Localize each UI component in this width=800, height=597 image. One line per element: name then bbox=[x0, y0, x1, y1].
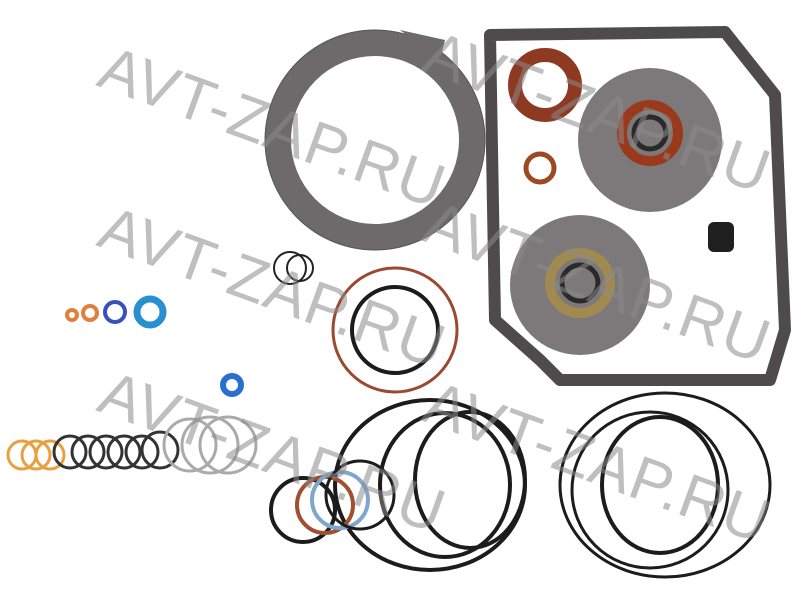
ring-row bbox=[6, 415, 258, 475]
pan-gasket bbox=[484, 26, 791, 386]
seal-plate bbox=[578, 68, 722, 212]
round-gasket bbox=[264, 29, 486, 251]
seal-plate bbox=[510, 215, 650, 355]
svg-text:AVT-ZAP.RU: AVT-ZAP.RU bbox=[415, 368, 779, 557]
o-rings bbox=[269, 266, 772, 579]
small-rings bbox=[65, 251, 314, 397]
svg-text:AVT-ZAP.RU: AVT-ZAP.RU bbox=[90, 33, 454, 222]
oil-seal bbox=[508, 48, 582, 122]
